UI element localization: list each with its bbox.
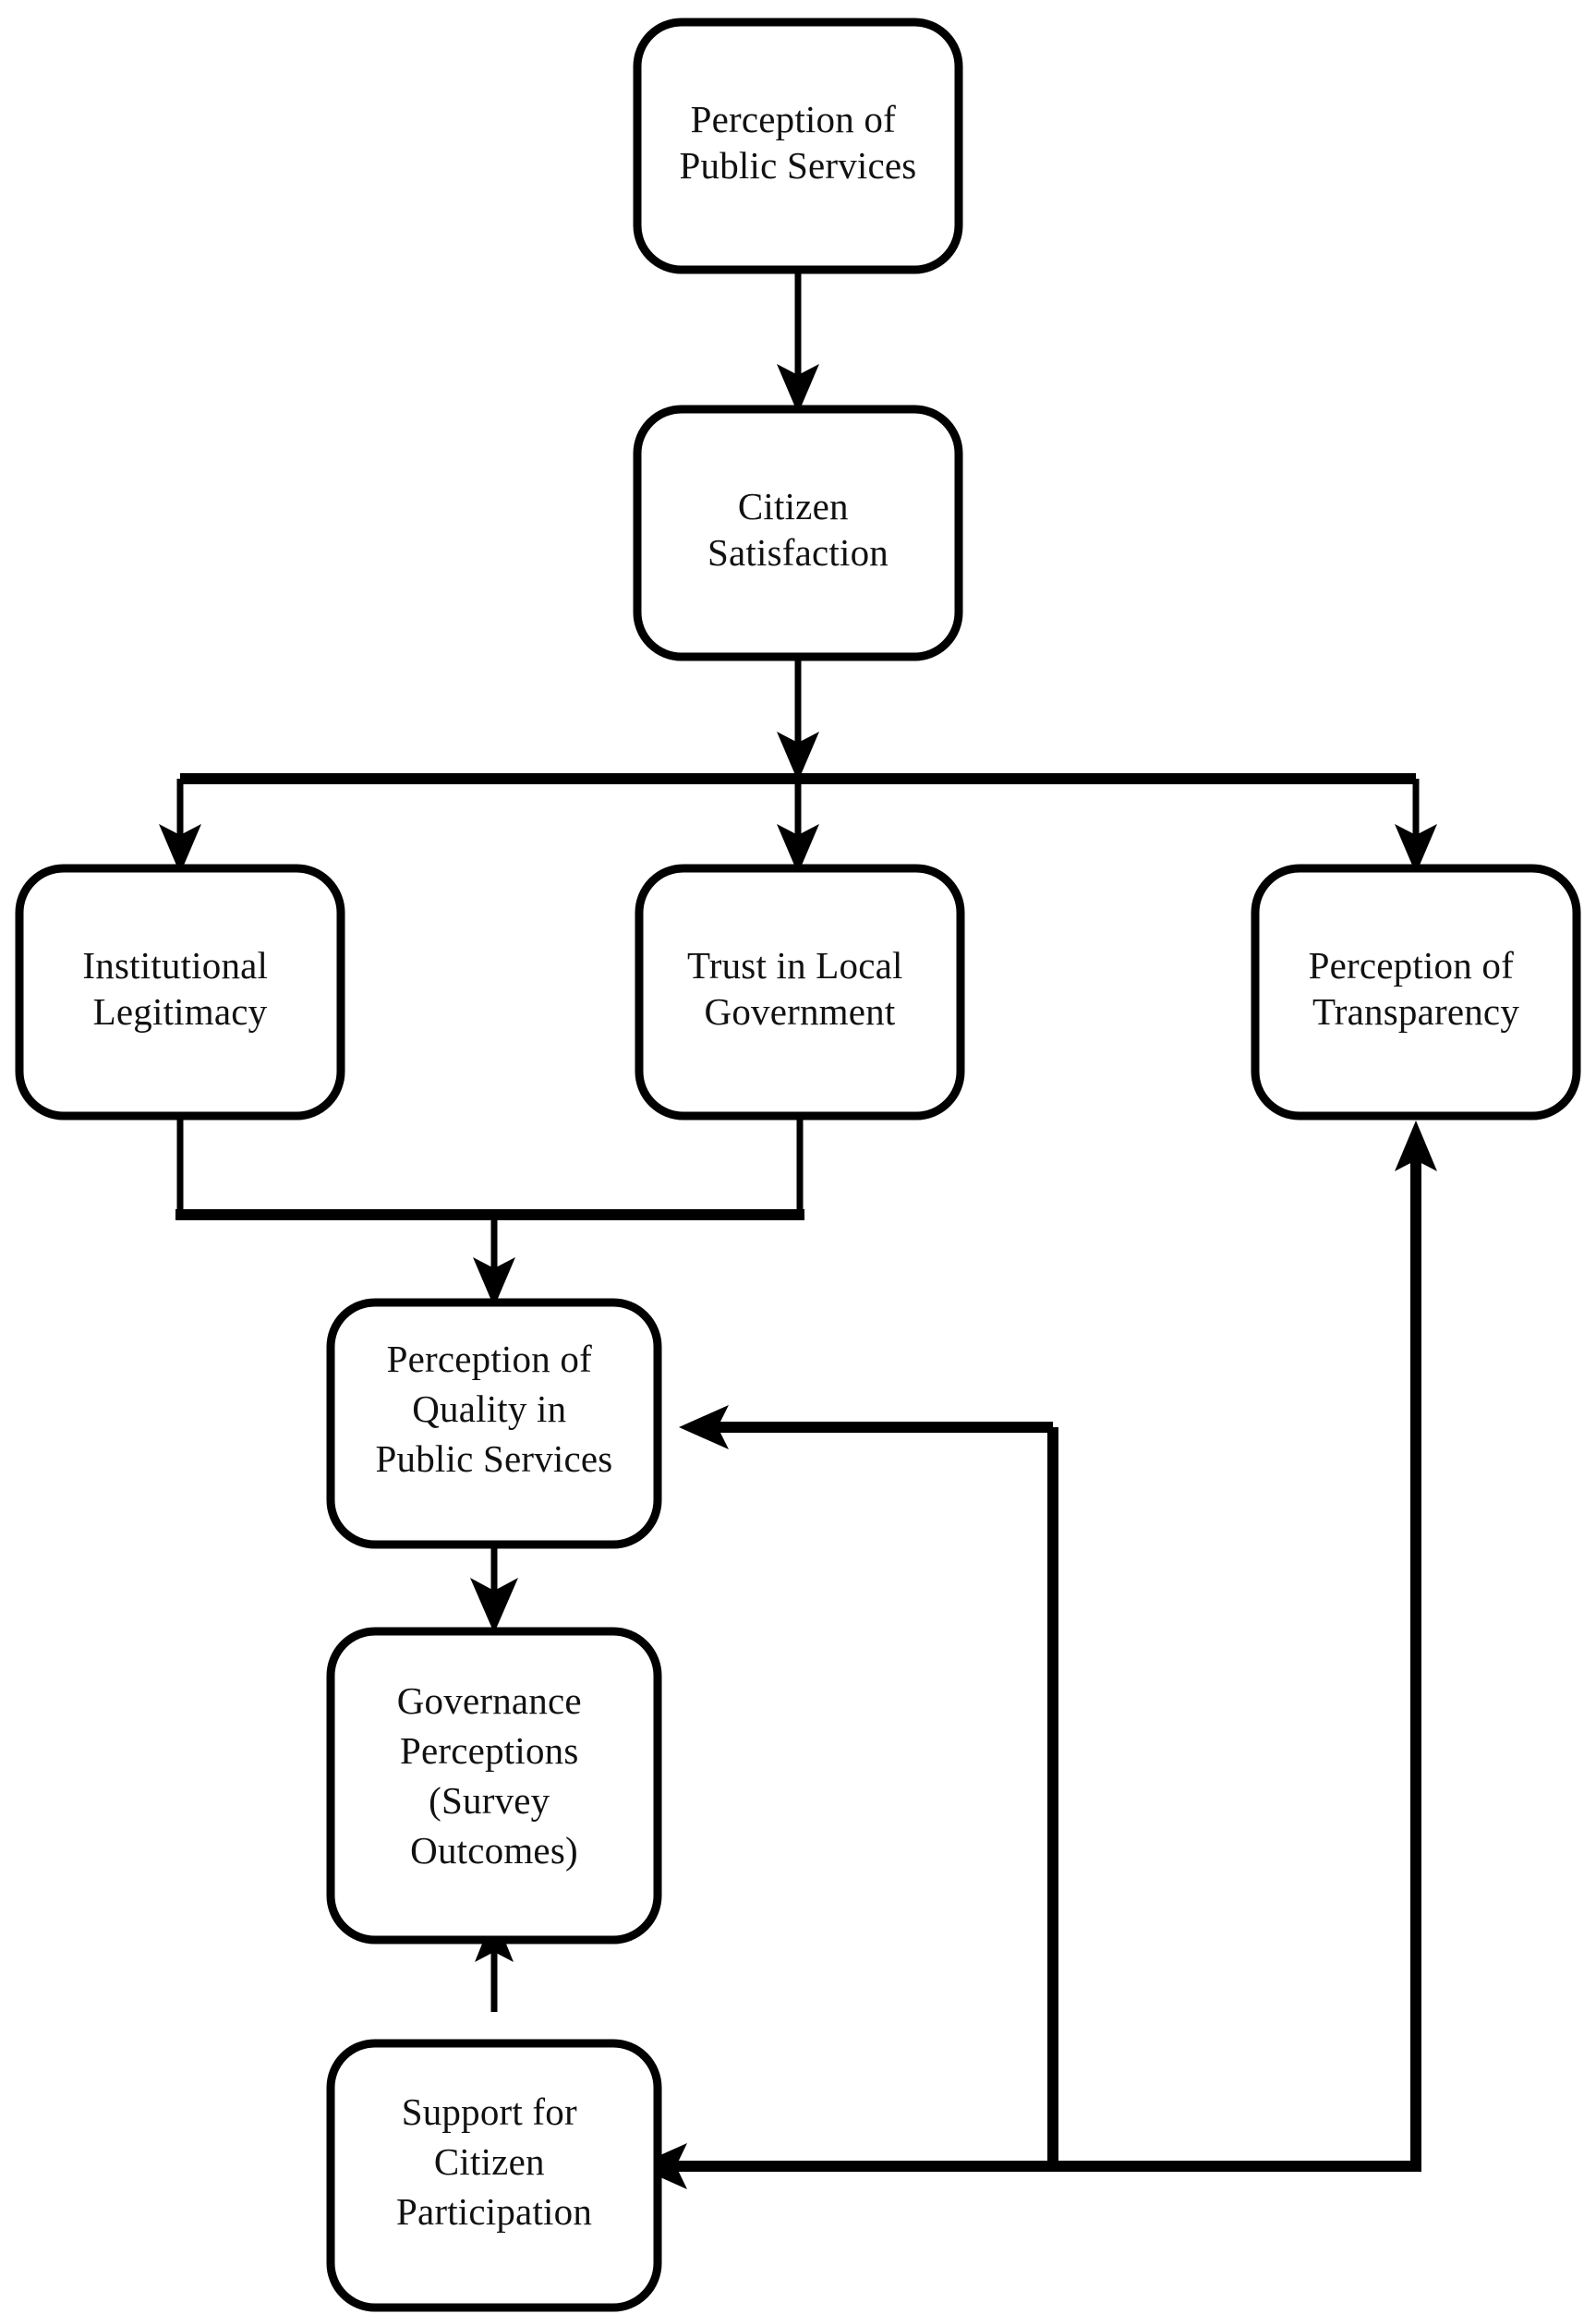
node-institutional-legitimacy-label: Institutional Legitimacy [82,944,277,1033]
edge-bottom-bus-to-support-participation [635,2143,1421,2189]
node-trust-in-local-government-label: Trust in Local Government [687,944,913,1033]
node-citizen-satisfaction-label: Citizen Satisfaction [707,485,889,574]
edge-bus-to-perception-transparency [1395,779,1437,874]
node-perception-of-transparency-shape[interactable] [1251,864,1581,1121]
edge-bus-to-institutional-legitimacy [159,779,201,874]
node-governance-perceptions-shape[interactable] [326,1627,662,1944]
node-trust-in-local-government[interactable]: Trust in Local Government [635,864,965,1121]
node-perception-of-quality-in-public-services-shape[interactable] [326,1298,662,1549]
node-perception-of-public-services-label: Perception of Public Services [680,98,917,187]
node-institutional-legitimacy[interactable]: Institutional Legitimacy [15,864,345,1121]
node-citizen-satisfaction[interactable]: Citizen Satisfaction [633,405,963,661]
node-perception-of-quality-in-public-services-label: Perception of Quality in Public Services [376,1338,613,1480]
edge-bus-to-trust-local-government [777,779,819,874]
node-support-for-citizen-participation-label: Support for Citizen Participation [396,2090,592,2233]
node-perception-of-transparency[interactable]: Perception of Transparency [1251,864,1581,1121]
node-support-for-citizen-participation[interactable]: Support for Citizen Participation [326,2039,662,2312]
node-institutional-legitimacy-shape[interactable] [15,864,345,1121]
node-citizen-satisfaction-shape[interactable] [633,405,963,661]
node-perception-of-transparency-label: Perception of Transparency [1309,944,1524,1033]
edge-feedback-to-perception-quality [679,1405,1058,2166]
edge-feedback-to-perception-transparency [1395,1121,1437,2166]
node-support-for-citizen-participation-shape[interactable] [326,2039,662,2312]
edge-merge-to-perception-quality [473,1215,515,1307]
edge-satisfaction-to-bus [777,656,819,781]
node-trust-in-local-government-shape[interactable] [635,864,965,1121]
node-perception-of-public-services[interactable]: Perception of Public Services [633,18,963,274]
node-perception-of-quality-in-public-services[interactable]: Perception of Quality in Public Services [326,1298,662,1549]
edge-public-services-to-satisfaction [777,273,819,414]
node-perception-of-public-services-shape[interactable] [633,18,963,274]
node-governance-perceptions-label: Governance Perceptions (Survey Outcomes) [397,1679,592,1872]
edge-perception-quality-to-governance [470,1545,518,1633]
node-governance-perceptions[interactable]: Governance Perceptions (Survey Outcomes) [326,1627,662,1944]
